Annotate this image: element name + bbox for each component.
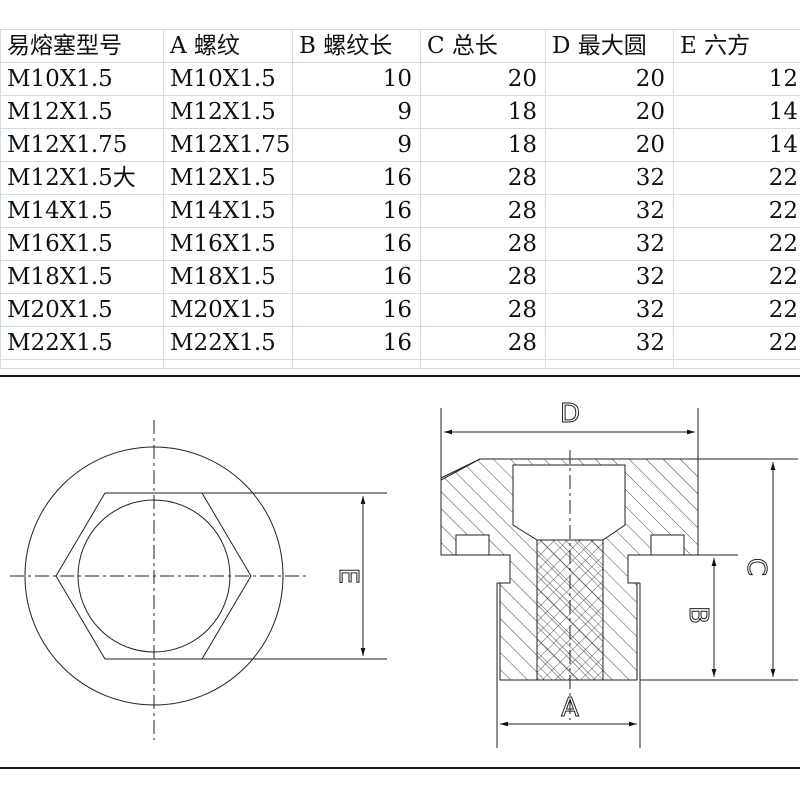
- header-b-thread-length: B 螺纹长: [292, 29, 421, 63]
- table-row: M14X1.5 M14X1.5 16 28 32 22: [0, 194, 800, 228]
- header-e-hex: E 六方: [673, 29, 800, 63]
- table-row: M12X1.5 M12X1.5 9 18 20 14: [0, 95, 800, 129]
- empty-cell: [0, 359, 164, 369]
- drawing-bottom-border: [0, 767, 800, 769]
- spec-table: 易熔塞型号 A 螺纹 B 螺纹长 C 总长 D 最大圆 E 六方 M10X1.5…: [0, 29, 800, 369]
- cell-c: 28: [420, 194, 546, 228]
- cell-e: 12: [673, 62, 800, 96]
- cell-a: M12X1.5: [163, 161, 293, 195]
- header-a-thread: A 螺纹: [163, 29, 293, 63]
- cell-d: 32: [545, 161, 674, 195]
- cell-e: 22: [673, 161, 800, 195]
- empty-cell: [163, 359, 293, 369]
- cell-b: 16: [292, 326, 421, 360]
- label-b: B: [683, 606, 713, 624]
- label-e: E: [333, 568, 363, 584]
- cell-d: 32: [545, 293, 674, 327]
- cell-d: 32: [545, 227, 674, 261]
- table-row: M20X1.5 M20X1.5 16 28 32 22: [0, 293, 800, 327]
- cell-a: M20X1.5: [163, 293, 293, 327]
- cell-a: M16X1.5: [163, 227, 293, 261]
- cell-model: M14X1.5: [0, 194, 164, 228]
- cell-b: 16: [292, 194, 421, 228]
- cell-e: 22: [673, 194, 800, 228]
- notch-left: [455, 534, 490, 556]
- cell-e: 14: [673, 95, 800, 129]
- empty-cell: [292, 359, 421, 369]
- cell-e: 22: [673, 293, 800, 327]
- label-d: D: [560, 399, 580, 429]
- cell-e: 22: [673, 260, 800, 294]
- hexagon: [55, 492, 252, 660]
- cell-model: M18X1.5: [0, 260, 164, 294]
- cell-b: 9: [292, 128, 421, 162]
- table-filler-row: [0, 359, 800, 369]
- cell-b: 16: [292, 260, 421, 294]
- cell-model: M20X1.5: [0, 293, 164, 327]
- cell-c: 20: [420, 62, 546, 96]
- label-a: A: [561, 693, 579, 723]
- top-view: E: [10, 420, 387, 740]
- header-model: 易熔塞型号: [0, 29, 164, 63]
- header-d-max-circle: D 最大圆: [545, 29, 674, 63]
- table-row: M18X1.5 M18X1.5 16 28 32 22: [0, 260, 800, 294]
- cell-c: 28: [420, 161, 546, 195]
- cell-b: 9: [292, 95, 421, 129]
- cell-model: M22X1.5: [0, 326, 164, 360]
- section-view: D C B A: [440, 399, 798, 748]
- table-header-row: 易熔塞型号 A 螺纹 B 螺纹长 C 总长 D 最大圆 E 六方: [0, 29, 800, 63]
- cell-a: M18X1.5: [163, 260, 293, 294]
- table-row: M22X1.5 M22X1.5 16 28 32 22: [0, 326, 800, 360]
- cell-c: 28: [420, 260, 546, 294]
- cell-a: M12X1.75: [163, 128, 293, 162]
- cell-model: M12X1.75: [0, 128, 164, 162]
- table-row: M12X1.75 M12X1.75 9 18 20 14: [0, 128, 800, 162]
- cell-b: 16: [292, 227, 421, 261]
- cell-d: 20: [545, 95, 674, 129]
- cell-d: 20: [545, 62, 674, 96]
- cell-d: 20: [545, 128, 674, 162]
- header-c-total-length: C 总长: [420, 29, 546, 63]
- label-c: C: [741, 558, 771, 576]
- cell-c: 28: [420, 227, 546, 261]
- cell-c: 28: [420, 293, 546, 327]
- table-row: M16X1.5 M16X1.5 16 28 32 22: [0, 227, 800, 261]
- table-row: M10X1.5 M10X1.5 10 20 20 12: [0, 62, 800, 96]
- empty-cell: [673, 359, 800, 369]
- cell-a: M22X1.5: [163, 326, 293, 360]
- cell-e: 22: [673, 227, 800, 261]
- cell-model: M12X1.5大: [0, 161, 164, 195]
- notch-right: [650, 534, 685, 556]
- cell-model: M16X1.5: [0, 227, 164, 261]
- cell-e: 22: [673, 326, 800, 360]
- technical-drawing: E D: [10, 399, 798, 748]
- cell-a: M10X1.5: [163, 62, 293, 96]
- drawing-top-border: [0, 375, 800, 377]
- cell-d: 32: [545, 194, 674, 228]
- cell-model: M10X1.5: [0, 62, 164, 96]
- cell-d: 32: [545, 260, 674, 294]
- empty-cell: [545, 359, 674, 369]
- cell-a: M14X1.5: [163, 194, 293, 228]
- cell-model: M12X1.5: [0, 95, 164, 129]
- cell-b: 16: [292, 293, 421, 327]
- cell-c: 18: [420, 128, 546, 162]
- table-row: M12X1.5大 M12X1.5 16 28 32 22: [0, 161, 800, 195]
- cell-b: 16: [292, 161, 421, 195]
- cell-b: 10: [292, 62, 421, 96]
- cell-c: 28: [420, 326, 546, 360]
- cell-a: M12X1.5: [163, 95, 293, 129]
- empty-cell: [420, 359, 546, 369]
- hex-socket: [512, 464, 626, 541]
- cell-e: 14: [673, 128, 800, 162]
- cell-d: 32: [545, 326, 674, 360]
- cell-c: 18: [420, 95, 546, 129]
